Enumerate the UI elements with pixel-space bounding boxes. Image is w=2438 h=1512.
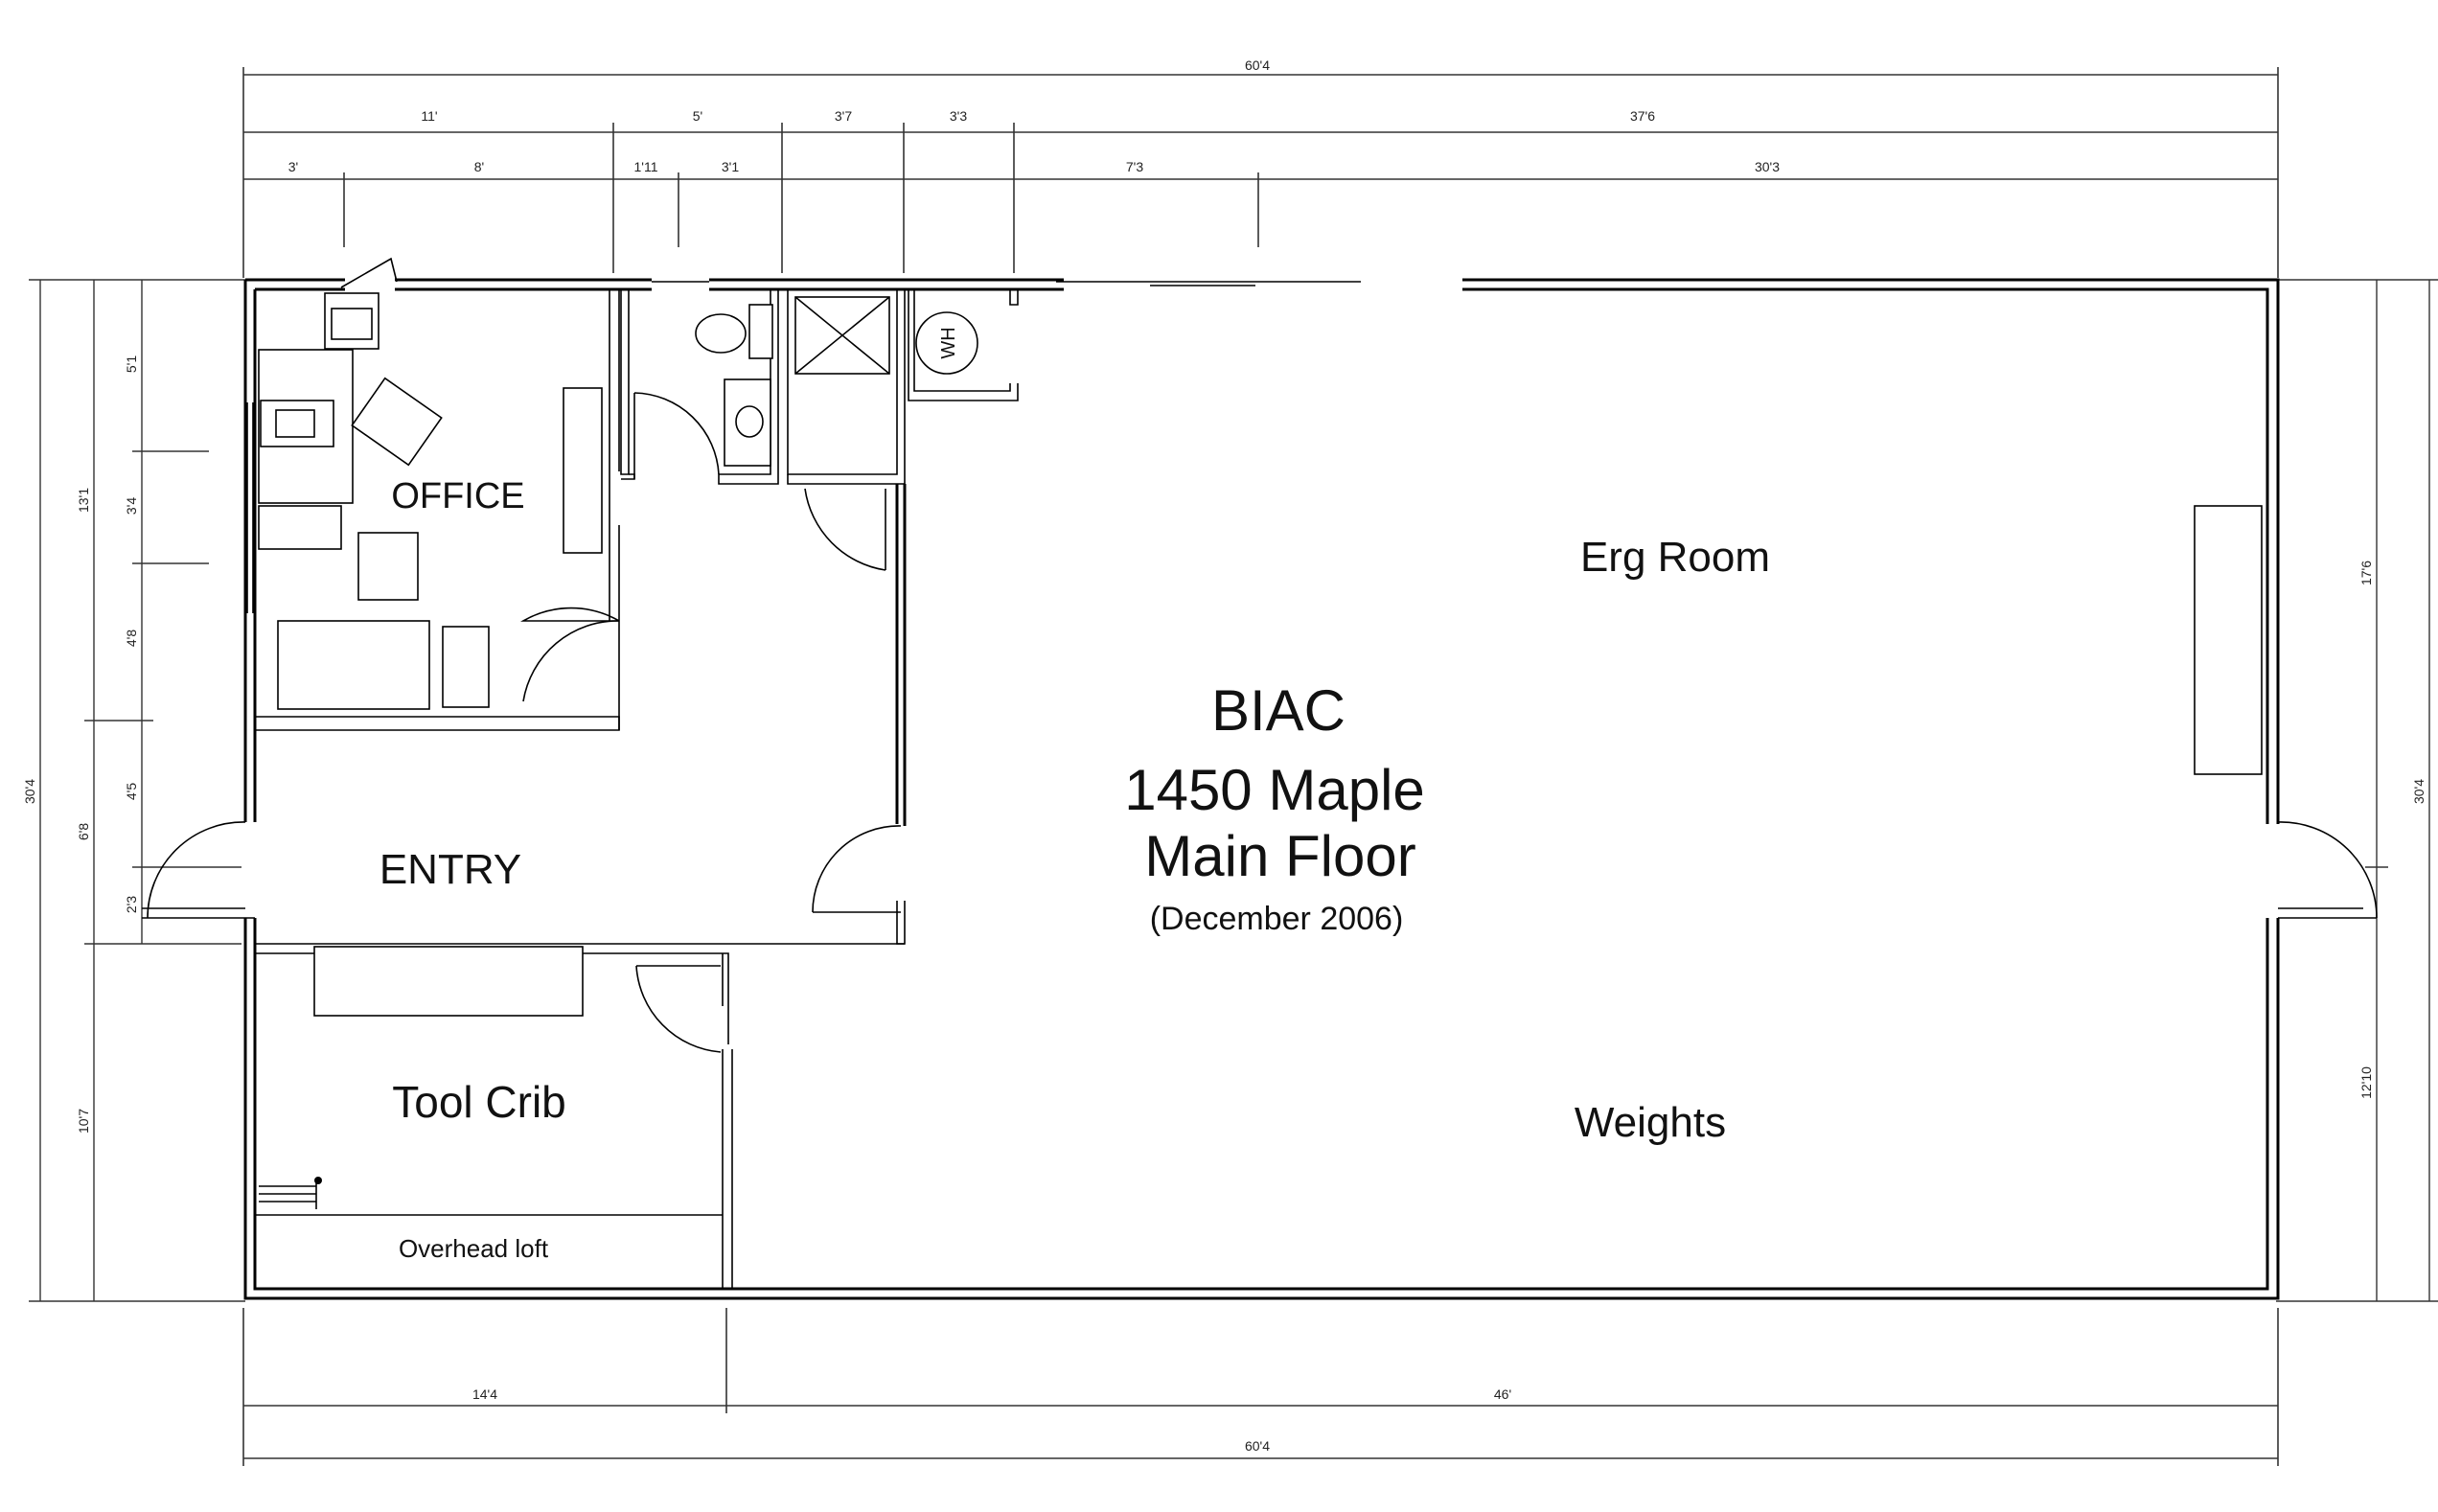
erg-room-label: Erg Room: [1580, 534, 1770, 581]
toilet-tank-icon: [748, 304, 773, 359]
overhead-loft-label: Overhead loft: [399, 1234, 549, 1263]
dim-right-inner: 12'10: [2358, 1066, 2374, 1099]
plan-title: BIAC 1450 Maple Main Floor (December 200…: [1124, 678, 1425, 937]
dim-top-row2: 8': [474, 159, 484, 174]
title-line-2: 1450 Maple: [1124, 758, 1425, 822]
dim-left-mid: 6'8: [76, 823, 91, 840]
title-line-1: BIAC: [1211, 678, 1346, 743]
dim-left-inner: 2'3: [124, 896, 139, 913]
dim-top-row2: 30'3: [1755, 159, 1780, 174]
dim-left-inner: 4'5: [124, 783, 139, 800]
dim-bottom-row: 46': [1494, 1386, 1511, 1402]
dim-left-inner: 3'4: [124, 497, 139, 515]
dim-right-inner: 17'6: [2358, 561, 2374, 585]
dim-top-row2: 1'11: [634, 159, 658, 174]
toilet-icon: [695, 313, 747, 354]
dimension-labels: 60'4 11' 5' 3'7 3'3 37'6 3' 8' 1'11 3'1 …: [22, 57, 2426, 1454]
chair-icon: [357, 532, 419, 601]
dim-left-inner: 5'1: [124, 355, 139, 373]
weights-label: Weights: [1575, 1099, 1726, 1146]
tool-crib-label: Tool Crib: [392, 1077, 566, 1127]
dim-bottom-row: 14'4: [472, 1386, 497, 1402]
dim-left-mid: 10'7: [76, 1109, 91, 1134]
dim-top-row1: 5': [693, 108, 702, 124]
dim-top-row2: 7'3: [1126, 159, 1143, 174]
furniture: [258, 292, 2263, 1209]
ladder-icon: [259, 1179, 317, 1209]
room-labels: OFFICE ENTRY Erg Room Weights Tool Crib …: [380, 327, 1770, 1263]
dim-bottom-overall: 60'4: [1245, 1438, 1270, 1454]
file-cabinet-icon: [442, 626, 490, 708]
table-icon: [277, 620, 430, 710]
dim-top-row1: 11': [421, 108, 437, 124]
dim-top-row1: 37'6: [1630, 108, 1655, 124]
dim-right-outer: 30'4: [2411, 779, 2426, 804]
dim-left-mid: 13'1: [76, 488, 91, 513]
dim-left-overall: 30'4: [22, 779, 37, 804]
water-heater-label: WH: [938, 327, 959, 358]
armchair-icon: [351, 377, 443, 467]
office-label: OFFICE: [391, 476, 524, 516]
dim-left-inner: 4'8: [124, 630, 139, 647]
title-line-3: Main Floor: [1144, 824, 1415, 888]
dim-top-row2: 3': [288, 159, 298, 174]
walls: [142, 278, 2377, 1300]
doors: [147, 257, 2378, 1053]
entry-label: ENTRY: [380, 846, 521, 893]
dimension-lines: [29, 67, 2438, 1466]
title-date: (December 2006): [1150, 901, 1404, 937]
dim-top-row2: 3'1: [722, 159, 739, 174]
cabinet-icon: [563, 387, 603, 554]
dim-top-overall: 60'4: [1245, 57, 1270, 73]
dim-top-row1: 3'7: [835, 108, 852, 124]
rack-icon: [2194, 505, 2263, 775]
workbench-icon: [313, 946, 584, 1017]
dim-top-row1: 3'3: [950, 108, 967, 124]
water-heater-icon: [915, 311, 978, 375]
